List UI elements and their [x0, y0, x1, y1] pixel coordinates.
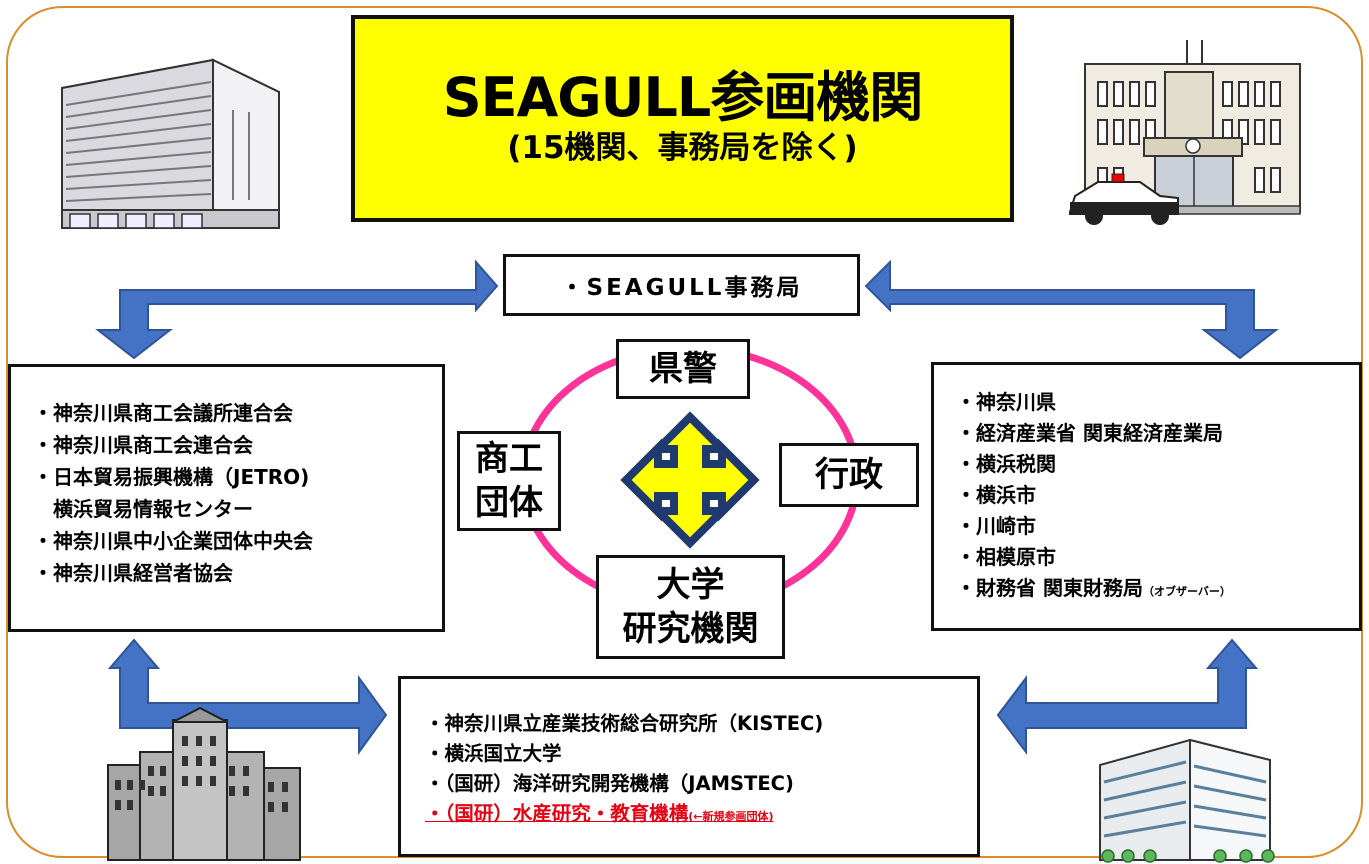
list-item: ・神奈川県中小企業団体中央会	[33, 529, 313, 553]
list-item: ・神奈川県商工会議所連合会	[33, 401, 293, 425]
new-member-item: ・（国研）水産研究・教育機構(←新規参画団体)	[425, 799, 977, 832]
page-subtitle: (15機関、事務局を除く)	[507, 130, 858, 167]
list-item: ・川崎市	[956, 514, 1036, 538]
government-members-box: ・神奈川県 ・経済産業省 関東経済産業局 ・横浜税関 ・横浜市 ・川崎市 ・相模…	[931, 362, 1362, 631]
new-member-label: ・（国研）水産研究・教育機構	[425, 802, 689, 825]
list-item: ・（国研）海洋研究開発機構（JAMSTEC)	[425, 772, 794, 795]
list-item: ・横浜市	[956, 483, 1036, 507]
list-item: ・神奈川県	[956, 390, 1056, 414]
office-building-icon	[61, 58, 280, 229]
arrow-top-left	[95, 259, 499, 360]
administration-box: 行政	[779, 443, 919, 507]
outer-frame	[6, 6, 1363, 858]
list-item: ・神奈川県立産業技術総合研究所（KISTEC)	[425, 712, 824, 735]
government-members-list: ・神奈川県 ・経済産業省 関東経済産業局 ・横浜税関 ・横浜市 ・川崎市 ・相模…	[956, 387, 1359, 607]
observer-label: ・財務省 関東財務局	[956, 576, 1143, 600]
list-item: ・日本貿易振興機構（JETRO)	[33, 465, 310, 489]
administration-label: 行政	[815, 455, 883, 495]
arrow-bottom-right	[996, 638, 1259, 755]
list-item: ・相模原市	[956, 545, 1056, 569]
four-way-arrow-icon	[620, 411, 760, 549]
arrow-bottom-left	[107, 638, 388, 756]
list-item: ・財務省 関東財務局（オブザーバー）	[956, 573, 1359, 607]
commerce-members-box: ・神奈川県商工会議所連合会 ・神奈川県商工会連合会 ・日本貿易振興機構（JETR…	[8, 364, 445, 632]
secretariat-box: ・SEAGULL事務局	[503, 254, 860, 316]
police-box: 県警	[616, 339, 750, 399]
university-buildings-icon	[107, 706, 301, 861]
arrow-top-right	[864, 259, 1279, 360]
list-item: 横浜貿易情報センター	[33, 497, 253, 521]
police-station-icon	[1069, 40, 1301, 225]
commerce-group-label: 商工 団体	[475, 439, 543, 523]
commerce-members-list: ・神奈川県商工会議所連合会 ・神奈川県商工会連合会 ・日本貿易振興機構（JETR…	[33, 397, 442, 589]
university-label: 大学 研究機関	[622, 565, 759, 649]
research-members-list: ・神奈川県立産業技術総合研究所（KISTEC) ・横浜国立大学 ・（国研）海洋研…	[425, 709, 977, 832]
commerce-group-box: 商工 団体	[457, 431, 561, 531]
list-item: ・神奈川県経営者協会	[33, 561, 233, 585]
title-box: SEAGULL参画機関 (15機関、事務局を除く)	[351, 15, 1014, 222]
university-box: 大学 研究機関	[596, 555, 785, 659]
observer-note: （オブザーバー）	[1142, 585, 1231, 598]
police-label: 県警	[649, 349, 717, 389]
research-institute-icon	[1099, 738, 1275, 863]
list-item: ・経済産業省 関東経済産業局	[956, 421, 1223, 445]
list-item: ・横浜国立大学	[425, 742, 562, 765]
research-members-box: ・神奈川県立産業技術総合研究所（KISTEC) ・横浜国立大学 ・（国研）海洋研…	[398, 676, 980, 857]
secretariat-label: ・SEAGULL事務局	[560, 275, 803, 301]
list-item: ・神奈川県商工会連合会	[33, 433, 253, 457]
new-member-note: (←新規参画団体)	[688, 810, 774, 823]
list-item: ・横浜税関	[956, 452, 1056, 476]
page-title: SEAGULL参画機関	[442, 66, 924, 130]
